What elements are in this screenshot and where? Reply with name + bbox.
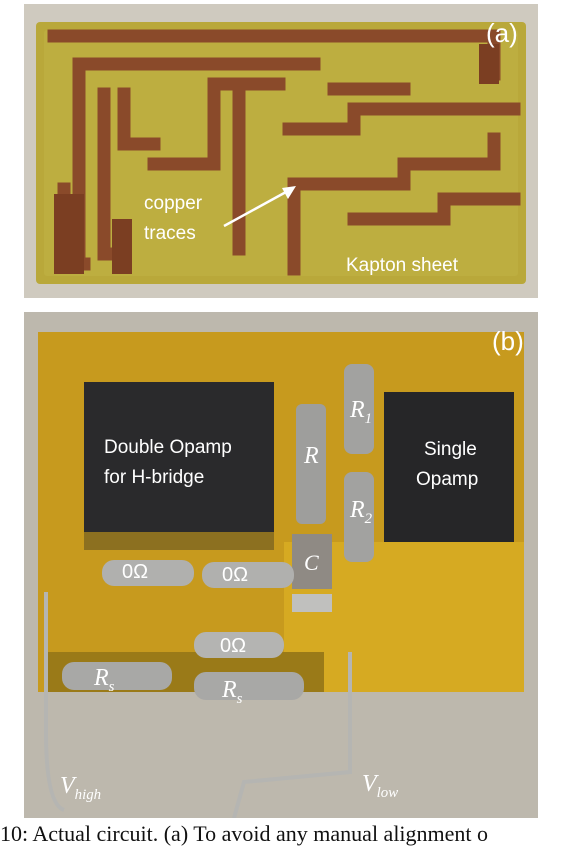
resistor-r1	[344, 364, 374, 454]
panel-b-photo: (b) Double Opamp for H-bridge Single Opa…	[24, 312, 538, 818]
kapton-label: Kapton sheet	[346, 255, 458, 276]
rs-resistor-1	[62, 662, 172, 690]
zero-ohm-label-2: 0Ω	[222, 564, 249, 586]
zero-ohm-resistor-1	[102, 560, 194, 586]
copper-label-line2: traces	[144, 223, 196, 244]
capacitor-c	[292, 534, 332, 589]
resistor-r2	[344, 472, 374, 562]
single-opamp-label-line2: Opamp	[416, 469, 479, 490]
single-opamp-chip	[384, 392, 514, 542]
wire-vhigh	[44, 592, 65, 812]
resistor-r	[296, 404, 326, 524]
panel-a-tag: (a)	[486, 18, 518, 48]
r-label: R	[304, 443, 319, 469]
arrow-head	[282, 186, 296, 199]
panel-a-photo: (a) copper traces Kapton sheet	[24, 4, 538, 298]
zero-ohm-label-1: 0Ω	[122, 561, 149, 583]
r1-label: R1	[350, 397, 373, 427]
zero-ohm-resistor-3	[194, 632, 284, 658]
rs-label-2: Rs	[222, 677, 243, 707]
c-label: C	[304, 550, 319, 575]
single-opamp-label-line1: Single	[424, 439, 477, 460]
arrow-line	[223, 190, 287, 228]
r2-label: R2	[350, 497, 373, 527]
pcb-photo	[24, 4, 538, 298]
double-opamp-label-line2: for H-bridge	[104, 467, 205, 488]
rs-label-1: Rs	[94, 665, 115, 695]
zero-ohm-label-3: 0Ω	[220, 635, 247, 657]
zero-ohm-resistor-2	[202, 562, 294, 588]
circuit-photo	[24, 312, 538, 818]
vhigh-label: Vhigh	[60, 773, 102, 803]
wire-vlow	[232, 652, 352, 818]
double-opamp-chip	[84, 382, 274, 532]
figure-caption: 10: Actual circuit. (a) To avoid any man…	[0, 822, 489, 846]
rs-resistor-2	[194, 672, 304, 700]
copper-label-line1: copper	[144, 193, 203, 214]
panel-b-tag: (b)	[492, 326, 524, 356]
vlow-label: Vlow	[362, 771, 399, 801]
double-opamp-label-line1: Double Opamp	[104, 437, 232, 458]
